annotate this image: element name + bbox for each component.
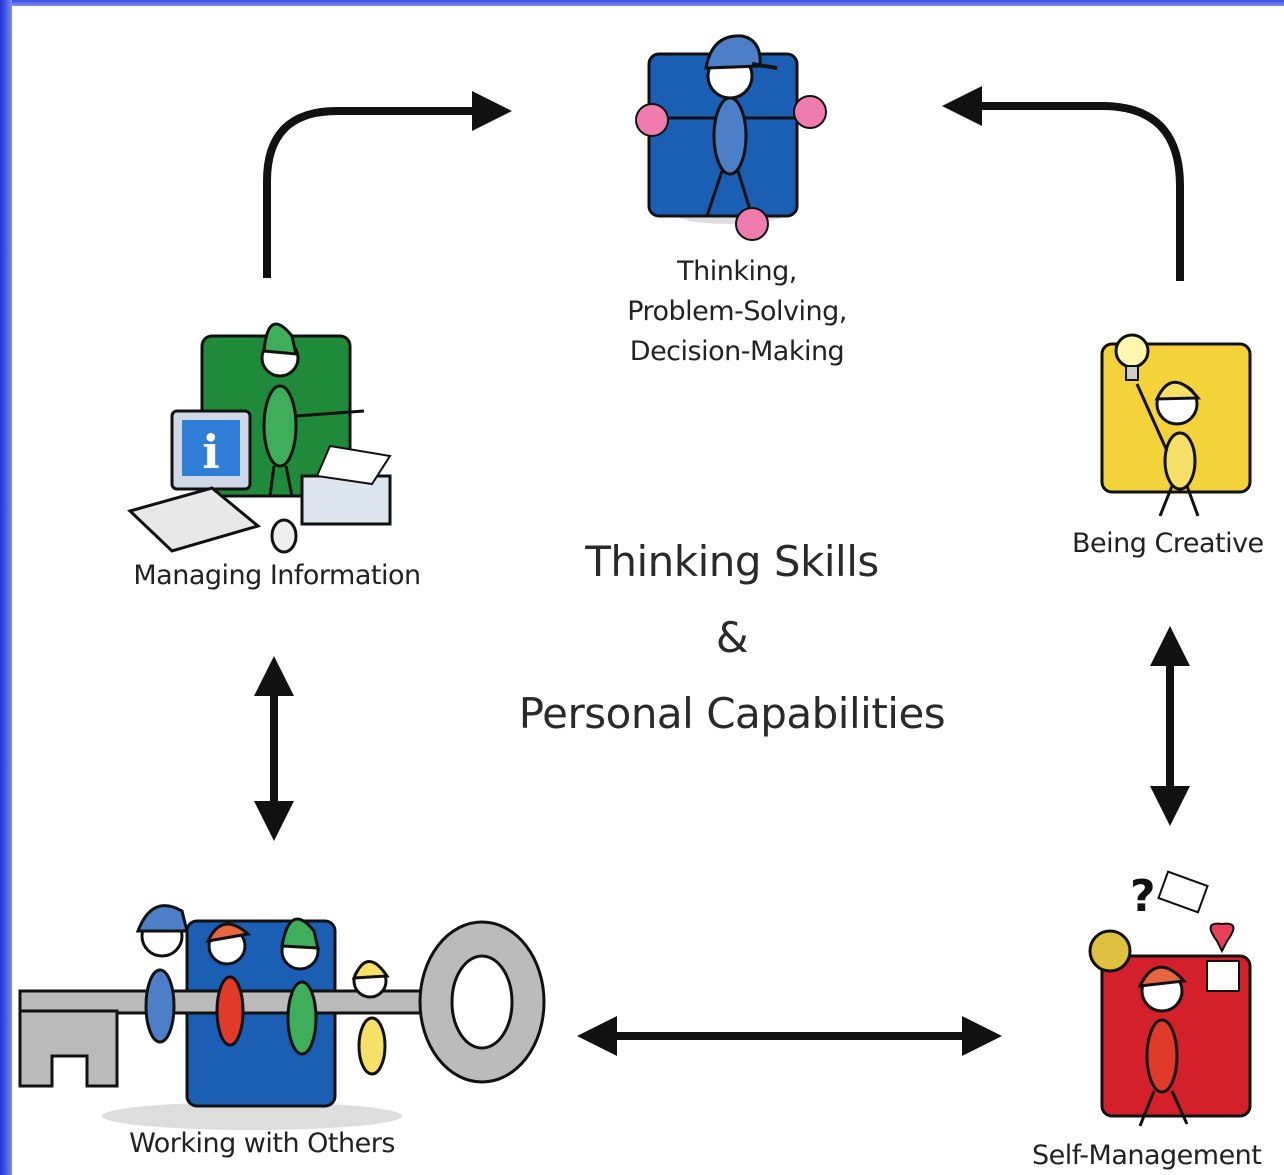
center-title-line-3: Personal Capabilities — [518, 689, 946, 738]
center-title-line-2: & — [715, 613, 749, 662]
node-label-being-creative: Being Creative — [1072, 528, 1264, 559]
arrow-creative-to-thinking — [942, 86, 1184, 281]
arrow-managing-to-thinking — [263, 91, 512, 278]
node-label-thinking: Thinking, Problem-Solving, Decision-Maki… — [587, 252, 887, 372]
skills-cycle-diagram: i — [18, 34, 1252, 1130]
thinking-figure-icon — [635, 34, 827, 241]
center-title-line-1: Thinking Skills — [585, 537, 879, 586]
diagram-canvas: i — [12, 6, 1284, 1175]
svg-text:?: ? — [1130, 871, 1156, 922]
key-group-icon — [18, 904, 546, 1130]
svg-text:i: i — [202, 425, 219, 479]
center-title: Thinking Skills & Personal Capabilities — [482, 524, 982, 752]
node-label-self-management: Self-Management — [1032, 1140, 1262, 1171]
computer-figure-icon: i — [127, 322, 392, 554]
node-label-working-with-others: Working with Others — [129, 1128, 395, 1159]
thinking-line-3: Decision-Making — [629, 336, 845, 367]
lightbulb-figure-icon — [1100, 333, 1252, 517]
thinking-line-2: Problem-Solving, — [627, 296, 847, 327]
juggling-figure-icon: ? — [1088, 870, 1252, 1127]
thinking-line-1: Thinking, — [677, 256, 797, 287]
window-left-border — [0, 0, 12, 1175]
window-top-border — [0, 0, 1284, 6]
node-label-managing-information: Managing Information — [133, 560, 421, 591]
